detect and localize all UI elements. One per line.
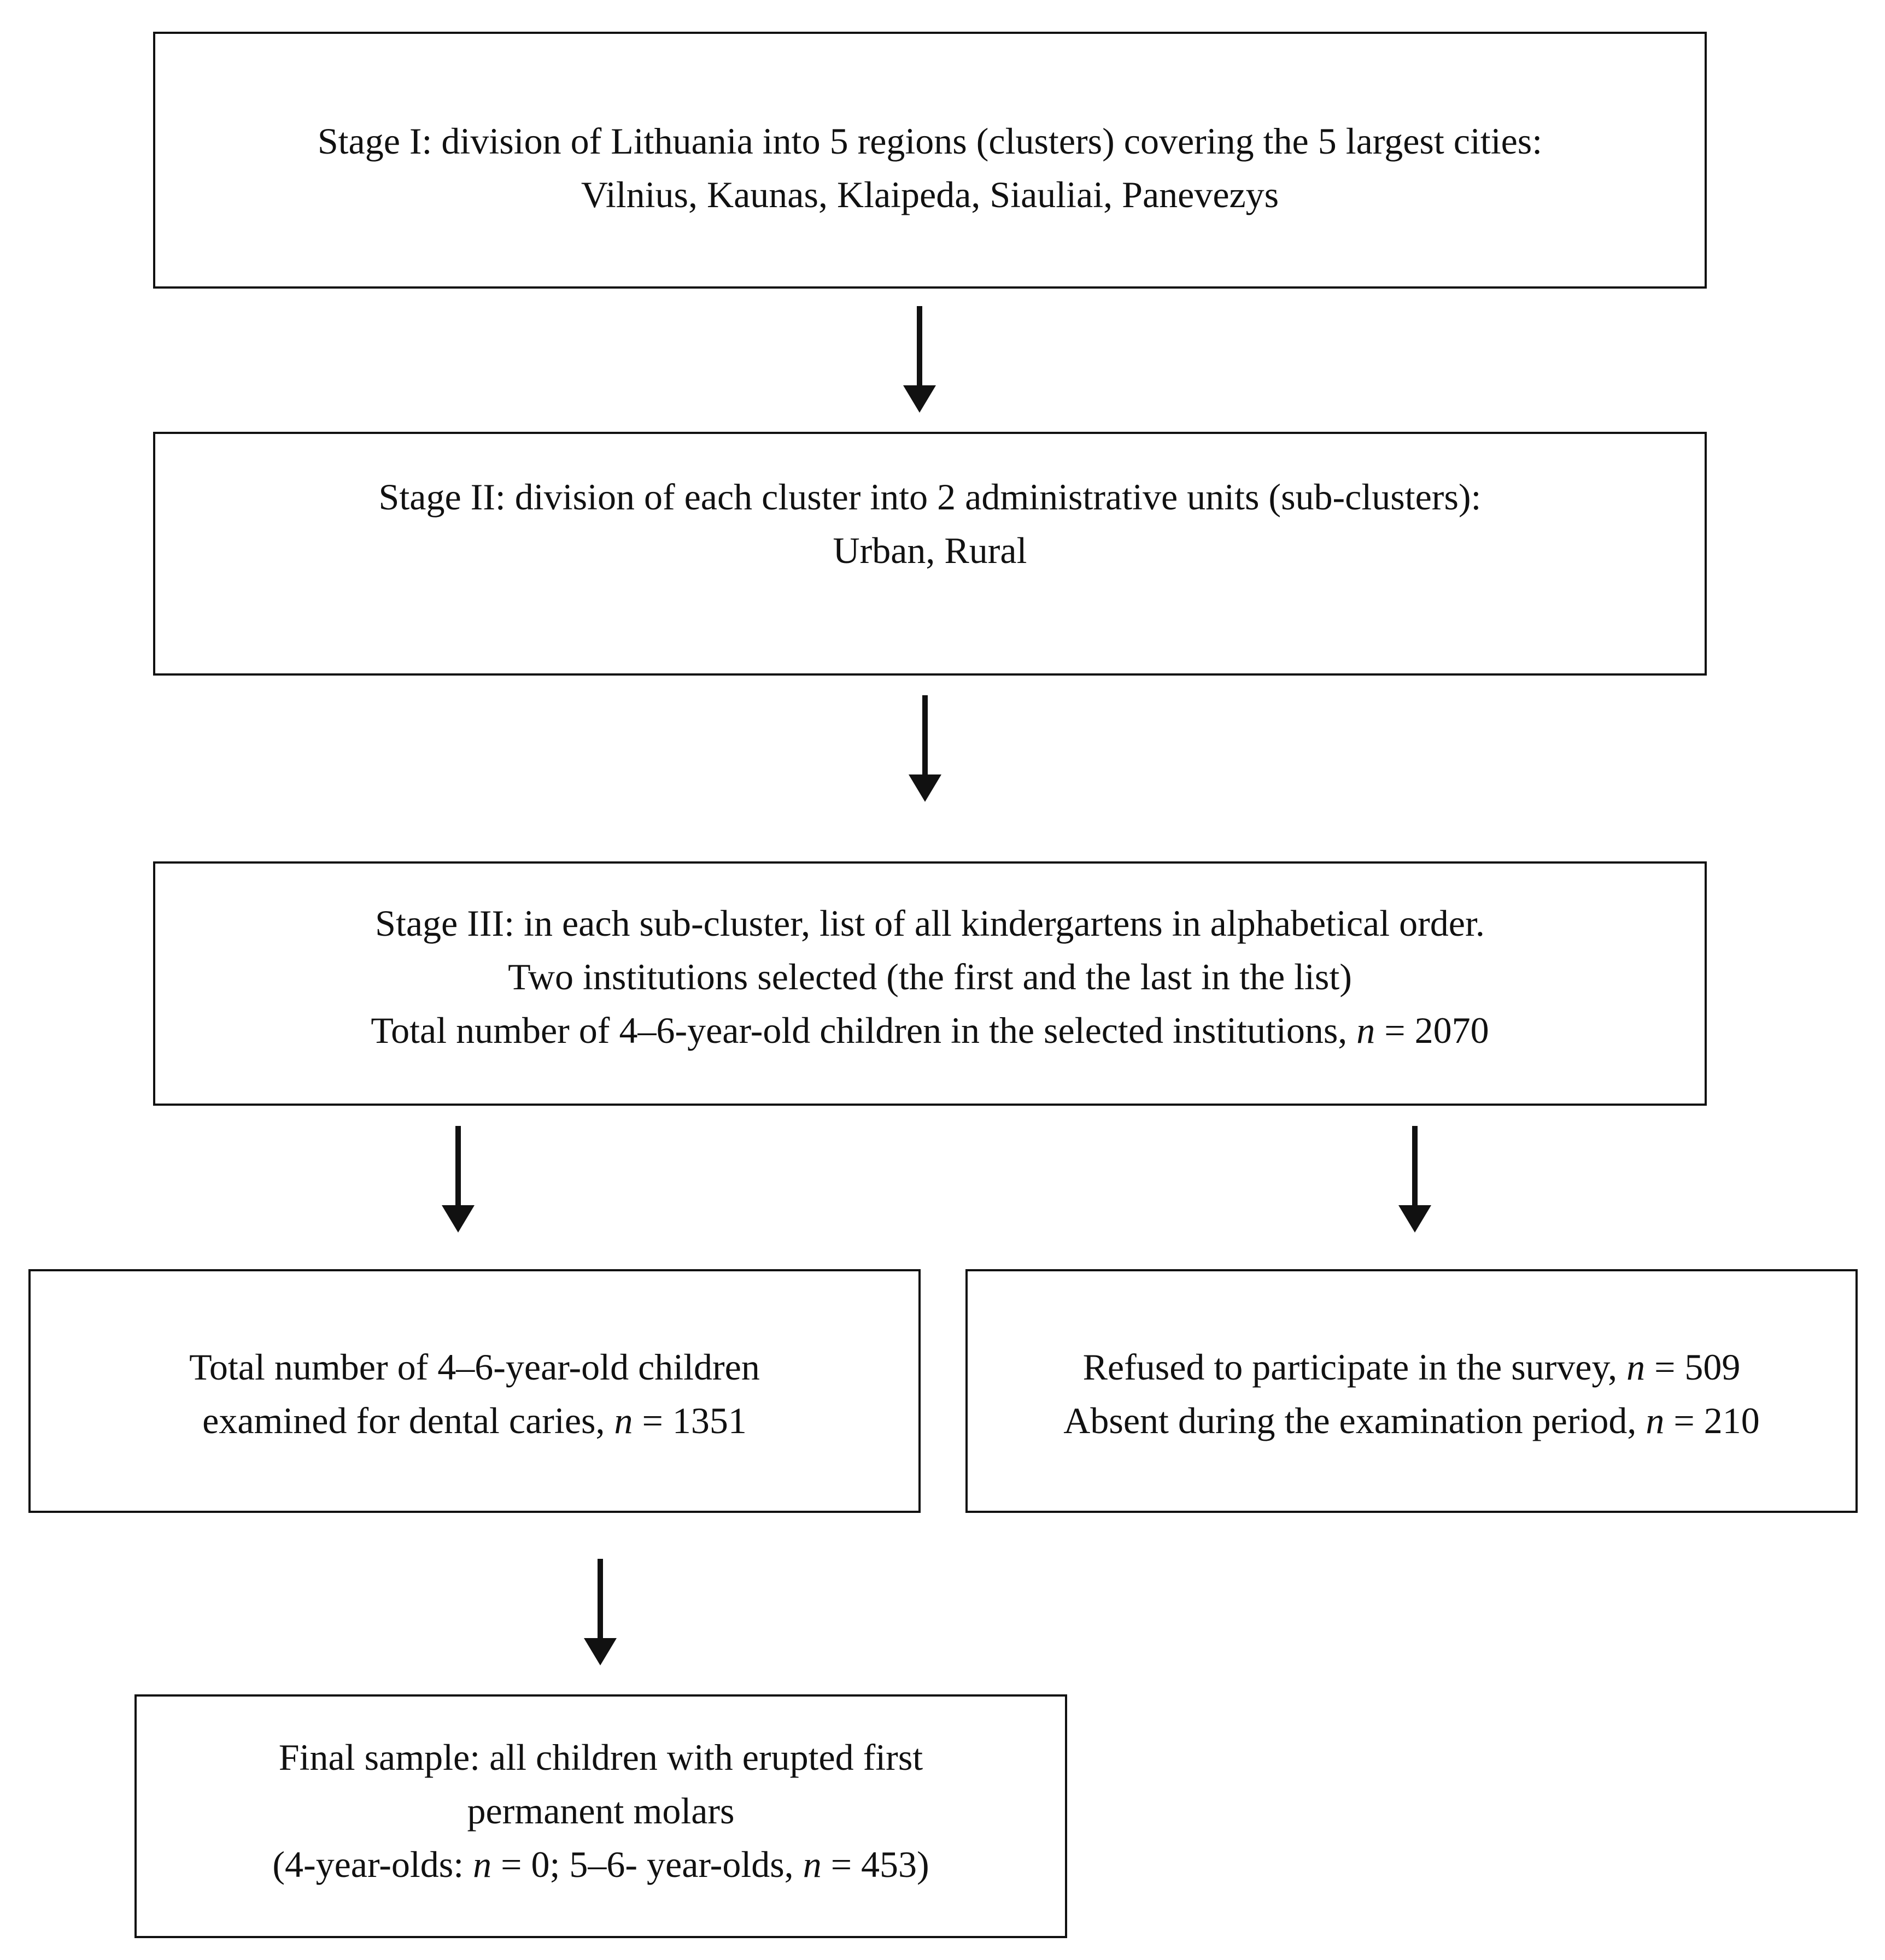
excluded-box: Refused to participate in the survey, n … <box>965 1269 1858 1513</box>
stage-2-box: Stage II: division of each cluster into … <box>153 432 1707 676</box>
arrow-down-icon <box>903 306 936 415</box>
stage-3-line-1: Stage III: in each sub-cluster, list of … <box>375 902 1485 944</box>
final-line-3: (4-year-olds: n = 0; 5–6- year-olds, n =… <box>272 1844 929 1885</box>
arrow-down-icon <box>584 1559 617 1668</box>
examined-line-2: examined for dental caries, n = 1351 <box>202 1400 747 1441</box>
examined-line-1: Total number of 4–6-year-old children <box>189 1346 760 1388</box>
stage-3-line-3: Total number of 4–6-year-old children in… <box>371 1010 1489 1051</box>
stage-1-box: Stage I: division of Lithuania into 5 re… <box>153 32 1707 289</box>
final-line-2: permanent molars <box>467 1790 735 1832</box>
stage-1-line-1: Stage I: division of Lithuania into 5 re… <box>317 120 1543 162</box>
final-sample-box: Final sample: all children with erupted … <box>134 1694 1067 1938</box>
stage-2-line-1: Stage II: division of each cluster into … <box>378 476 1482 518</box>
final-line-1: Final sample: all children with erupted … <box>278 1736 923 1778</box>
arrow-down-icon <box>909 695 941 805</box>
stage-1-line-2: Vilnius, Kaunas, Klaipeda, Siauliai, Pan… <box>581 174 1279 215</box>
arrow-down-icon <box>442 1126 475 1235</box>
stage-3-line-2: Two institutions selected (the first and… <box>508 956 1352 997</box>
excluded-line-2: Absent during the examination period, n … <box>1063 1400 1760 1441</box>
stage-2-line-2: Urban, Rural <box>833 530 1027 571</box>
stage-3-box: Stage III: in each sub-cluster, list of … <box>153 861 1707 1106</box>
arrow-down-icon <box>1398 1126 1431 1235</box>
excluded-line-1: Refused to participate in the survey, n … <box>1082 1346 1741 1388</box>
examined-box: Total number of 4–6-year-old children ex… <box>28 1269 921 1513</box>
